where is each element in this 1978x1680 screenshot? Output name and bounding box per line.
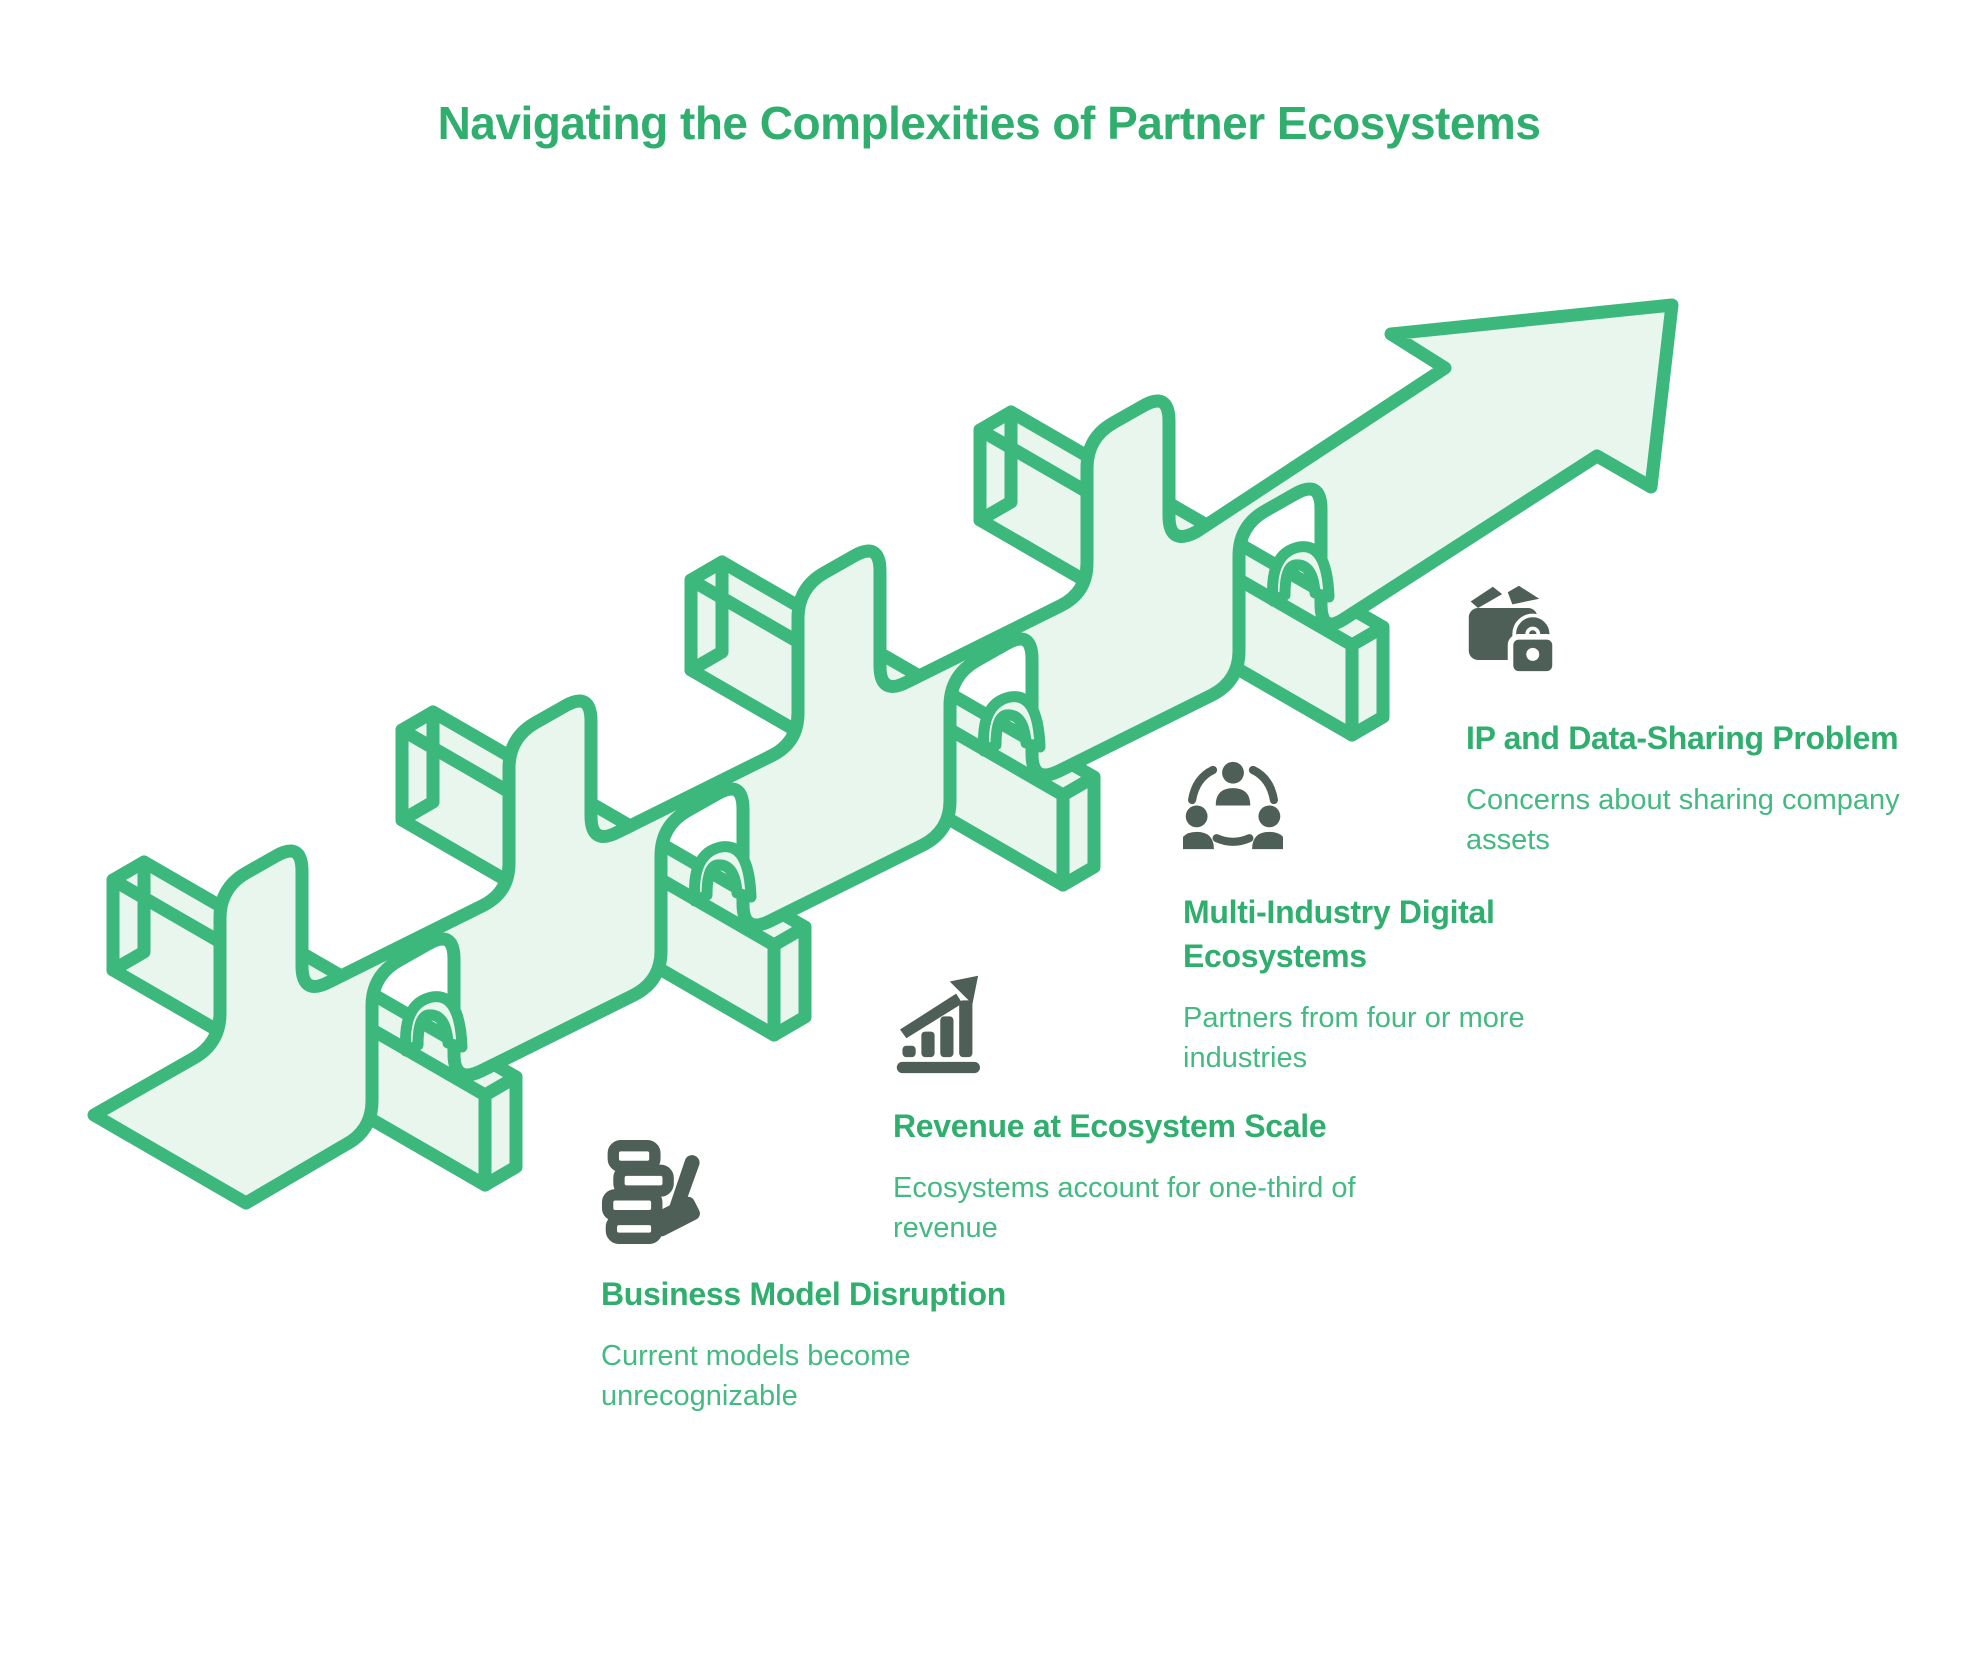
revenue-growth-icon <box>896 975 980 1074</box>
step-multi-industry-digital-ecosystems: Multi-Industry Digital Ecosystems Partne… <box>1183 758 1613 1078</box>
step-description: Ecosystems account for one-third of reve… <box>893 1172 1356 1244</box>
disruption-gavel-icon <box>601 1140 700 1244</box>
network-people-icon <box>1183 761 1283 850</box>
page-title: Navigating the Complexities of Partner E… <box>437 97 1541 149</box>
ribbon-arch-1 <box>400 991 468 1057</box>
ribbon-arch-2 <box>689 841 757 907</box>
ribbon-arch-3 <box>978 691 1046 757</box>
step-heading: Multi-Industry Digital Ecosystems <box>1183 894 1495 974</box>
step-business-model-disruption: Business Model Disruption Current models… <box>601 1140 1061 1416</box>
step-heading: Business Model Disruption <box>601 1276 1006 1312</box>
step-ip-and-data-sharing-problem: IP and Data-Sharing Problem Concerns abo… <box>1466 580 1966 860</box>
step-description: Partners from four or more industries <box>1183 1002 1525 1074</box>
package-lock-icon <box>1468 585 1558 677</box>
step-description: Current models become unrecognizable <box>601 1340 911 1412</box>
ribbon-arch-4 <box>1267 541 1335 607</box>
step-heading: IP and Data-Sharing Problem <box>1466 720 1899 756</box>
ribbon-arrow-path <box>87 298 1679 1210</box>
step-description: Concerns about sharing company assets <box>1466 784 1900 856</box>
step-revenue-at-ecosystem-scale: Revenue at Ecosystem Scale Ecosystems ac… <box>893 972 1373 1248</box>
step-heading: Revenue at Ecosystem Scale <box>893 1108 1327 1144</box>
